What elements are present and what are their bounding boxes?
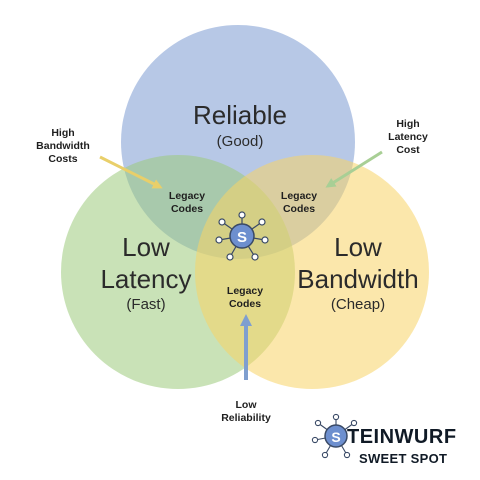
callout-low-reliability-line2: Reliability — [221, 412, 271, 424]
latency-title-line1: Low — [122, 232, 170, 262]
reliable-subtitle: (Good) — [217, 133, 264, 150]
high-bandwidth-costs-arrow — [99, 155, 163, 189]
reliable-title: Reliable — [193, 100, 287, 130]
callout-high-latency-cost-line3: Cost — [396, 144, 420, 156]
high-latency-cost-arrow — [325, 150, 383, 188]
low-bandwidth-circle — [195, 155, 429, 389]
overlap-latency-bandwidth-line2: Codes — [229, 298, 261, 310]
steinwurf-logo: S TEINWURF SWEET SPOT — [311, 413, 457, 466]
callout-high-bandwidth-costs-line2: Bandwidth — [36, 140, 90, 152]
callout-low-reliability-line1: Low — [236, 399, 258, 411]
latency-title-line2: Latency — [100, 264, 191, 294]
bandwidth-title-line1: Low — [334, 232, 382, 262]
overlap-reliable-latency-line1: Legacy — [169, 190, 205, 202]
overlap-reliable-latency-line2: Codes — [171, 203, 203, 215]
callout-high-bandwidth-costs-line1: High — [51, 127, 74, 139]
callout-high-latency-cost-line2: Latency — [388, 131, 428, 143]
overlap-latency-bandwidth-line1: Legacy — [227, 285, 263, 297]
bandwidth-title-line2: Bandwidth — [297, 264, 418, 294]
bandwidth-subtitle: (Cheap) — [331, 296, 385, 313]
steinwurf-logo-icon: S — [311, 413, 358, 459]
overlap-reliable-bandwidth-line2: Codes — [283, 203, 315, 215]
callout-high-latency-cost-line1: High — [396, 118, 419, 130]
steinwurf-node-icon: S — [215, 211, 269, 261]
logo-tagline: SWEET SPOT — [359, 451, 447, 466]
logo-letter: S — [331, 429, 340, 445]
center-icon-letter: S — [237, 229, 247, 246]
overlap-reliable-bandwidth-line1: Legacy — [281, 190, 317, 202]
callout-high-bandwidth-costs-line3: Costs — [48, 153, 77, 165]
latency-subtitle: (Fast) — [126, 296, 165, 313]
logo-name: TEINWURF — [347, 426, 457, 448]
